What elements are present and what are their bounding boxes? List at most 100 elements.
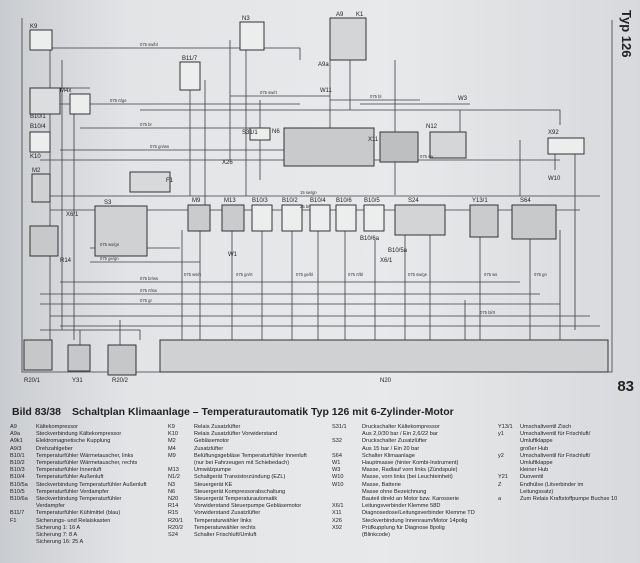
label-m13: M13 (224, 198, 236, 204)
legend-description: großer Hub (520, 445, 549, 452)
wire-label: 075 gn/rt (236, 272, 253, 277)
legend-description: Drehzahlgeber (36, 445, 73, 452)
label-w3: W3 (458, 96, 468, 102)
label-w11: W11 (320, 88, 333, 94)
legend-description: Hauptmasse (hinter Kombi-Instrument) (362, 460, 459, 467)
legend-entry: A9/3 Drehzahlgeber (10, 446, 160, 453)
legend-description: Schalter Klimaanlage (362, 452, 415, 459)
label-x6-1: X6/1 (66, 212, 79, 218)
wire-label: 075 ws/gn (100, 242, 120, 247)
wire-label: 075 rt/sw (140, 288, 158, 293)
legend-code: N1/2 (168, 474, 180, 481)
legend-code (498, 460, 520, 467)
legend-description: Elektromagnetische Kupplung (36, 438, 111, 445)
legend-description: Relais Zusatzlüfter Vorwiderstand (194, 431, 278, 438)
label-b10-6a: B10/6a (360, 236, 380, 242)
page-header: Typ 126 (616, 10, 634, 80)
legend-description: Kältekompressor (36, 424, 78, 430)
legend-description: Temperaturfühler Außenluft (36, 474, 104, 481)
legend-description: Druckschalter Kältekompressor (362, 424, 440, 430)
legend-entry: W1 Hauptmasse (hinter Kombi-Instrument) (332, 460, 492, 467)
label-x92: X92 (548, 130, 559, 136)
label-n3: N3 (242, 16, 250, 22)
legend-description: Verdampfer (36, 503, 65, 510)
wire-label: 15 sw/gn (300, 190, 317, 195)
legend-code (332, 446, 362, 453)
legend-description: Schaltgerät Transistorzündung (EZL) (194, 474, 286, 481)
label-r20-2: R20/2 (112, 378, 129, 384)
legend-description: Steuergerät KE (194, 481, 233, 488)
legend-code: y2 (498, 452, 504, 459)
legend-code: W3 (332, 467, 341, 474)
legend-code: B10/5a (10, 481, 28, 488)
label-a9a: A9a (318, 62, 329, 68)
label-a9: A9 (336, 12, 344, 18)
legend-description: Masse, Batterie (362, 481, 401, 488)
legend-description: Umluftklappe (520, 438, 553, 445)
legend-description: Steckverbindung Temperaturfühler Außenlu… (36, 481, 147, 488)
legend-description: Umschaltventil für Frischluft/ (520, 452, 591, 459)
wire-label: 075 sw/bl (140, 42, 158, 47)
wire-label: 075 rt/ge (110, 98, 127, 103)
legend-code: K10 (168, 431, 178, 438)
legend-code: y1 (498, 431, 504, 438)
legend-code: W1 (332, 460, 341, 467)
legend-description: Steckverbindung Temperaturfühler (36, 496, 122, 503)
legend-code: A9/3 (10, 445, 22, 452)
label-b10-1: B10/1 (30, 114, 46, 120)
legend-code (168, 460, 194, 467)
legend-description: Temperaturwähler rechts (194, 524, 256, 531)
legend-entry: Y21 Duoventil (498, 474, 634, 481)
legend-entry: N1/2 Schaltgerät Transistorzündung (EZL) (168, 474, 328, 481)
legend-description: Vorwiderstand Steuerpumpe Gebläsemotor (194, 503, 302, 510)
wire-label: 075 gn/ws (150, 144, 169, 149)
legend-code (10, 539, 36, 546)
label-b10-4b: B10/4 (310, 198, 326, 204)
legend-code: M2 (168, 438, 176, 445)
label-x6-1b: X6/1 (380, 258, 393, 264)
label-b10-5a: B10/5a (388, 248, 408, 254)
legend-code: A9k1 (10, 438, 23, 445)
legend-description: Temperaturfühler Wärmetauscher, rechts (36, 460, 138, 467)
legend-code: W10 (332, 481, 344, 488)
wire-label: 25 br (300, 204, 310, 209)
legend-code (498, 446, 520, 453)
wire-label: 075 br/ws (140, 276, 158, 281)
legend-entry: kleiner Hub (498, 467, 634, 474)
legend-entry: W10 Masse, Batterie (332, 482, 492, 489)
label-b10-5: B10/5 (364, 198, 380, 204)
legend-entry: großer Hub (498, 446, 634, 453)
label-x11: X11 (368, 137, 379, 143)
wire-label: 075 sw (420, 154, 434, 159)
legend-code (332, 496, 362, 503)
legend-code: Y21 (498, 474, 508, 481)
legend-code: X26 (332, 517, 342, 524)
legend-description: Duoventil (520, 474, 544, 481)
legend-code: F1 (10, 517, 17, 524)
label-s3: S3 (104, 200, 112, 206)
legend-code: N20 (168, 496, 179, 503)
label-s24: S24 (408, 198, 419, 204)
wire-label: 075 ws/rt (184, 272, 202, 277)
figure-title: Schaltplan Klimaanlage – Temperaturautom… (71, 406, 454, 418)
legend-entry: A9k1 Elektromagnetische Kupplung (10, 438, 160, 445)
legend-code: B11/7 (10, 510, 25, 517)
caption-title: Bild 83/38 Schaltplan Klimaanlage – Temp… (12, 406, 634, 418)
label-k10: K10 (30, 154, 41, 160)
legend-entry: y2 Umschaltventil für Frischluft/ (498, 453, 634, 460)
legend-entry: Sicherung 1: 16 A (10, 525, 160, 532)
